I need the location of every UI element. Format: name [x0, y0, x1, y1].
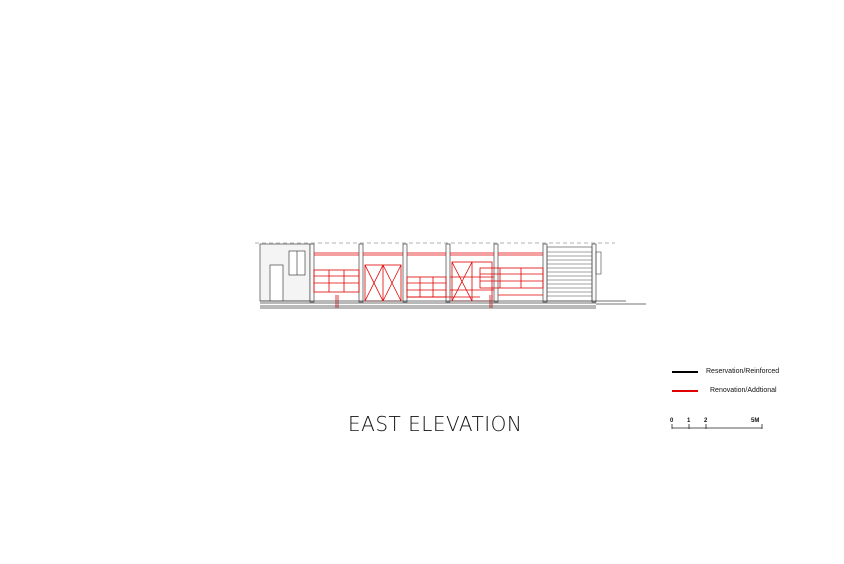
legend-item-reservation: Reservation/Reinforced — [672, 368, 779, 375]
scale-label-5m: 5M — [751, 418, 760, 424]
scale-label-1: 1 — [687, 418, 691, 424]
legend-label: Renovation/Addtional — [710, 387, 777, 394]
ground-lines — [260, 300, 646, 309]
left-wall-block — [259, 243, 311, 302]
legend-item-renovation: Renovation/Addtional — [672, 387, 777, 394]
legend-swatch-black — [672, 370, 698, 373]
legend-swatch-red — [672, 389, 698, 392]
louvre-panel — [546, 246, 602, 302]
scale-label-0: 0 — [670, 418, 674, 424]
scale-bar — [671, 424, 763, 429]
scale-label-2: 2 — [704, 418, 708, 424]
renovation-elements — [313, 252, 544, 308]
legend-label: Reservation/Reinforced — [706, 368, 780, 375]
drawing-title: EAST ELEVATION — [348, 412, 523, 436]
